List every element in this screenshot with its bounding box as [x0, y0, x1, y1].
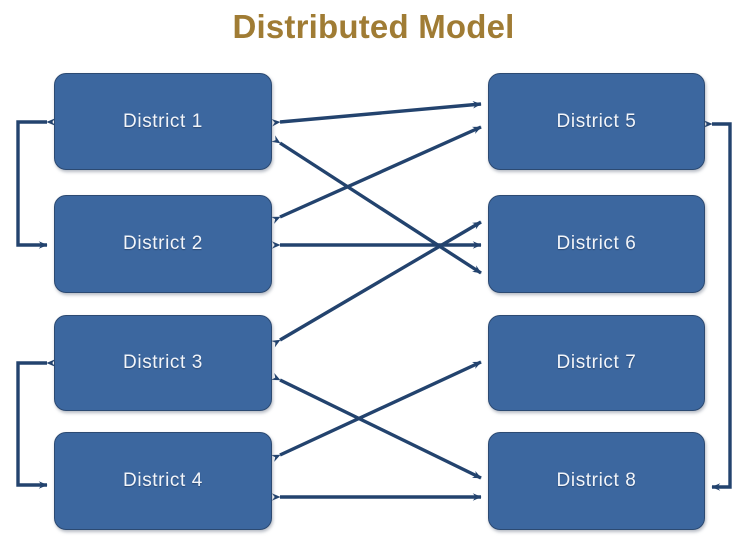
edge-d2-d5: [270, 125, 482, 224]
node-district-4[interactable]: District 4: [54, 432, 272, 530]
edge-d1-d5: [271, 100, 482, 127]
page-title: Distributed Model: [232, 8, 515, 45]
node-district-5[interactable]: District 5: [488, 73, 705, 170]
node-district-6[interactable]: District 6: [488, 195, 705, 293]
node-label: District 6: [556, 233, 637, 254]
node-label: District 7: [556, 352, 637, 373]
node-label: District 2: [123, 233, 203, 254]
node-district-2[interactable]: District 2: [54, 195, 272, 293]
node-label: District 8: [556, 470, 637, 491]
edge-d3-d8: [270, 372, 482, 480]
node-label: District 4: [123, 470, 203, 491]
edge-d3-d4: [16, 359, 56, 489]
node-district-8[interactable]: District 8: [488, 432, 705, 530]
edge-d3-d6: [271, 220, 482, 348]
edge-d1-d6: [271, 135, 482, 275]
node-district-7[interactable]: District 7: [488, 315, 705, 411]
node-label: District 3: [123, 352, 203, 373]
node-district-1[interactable]: District 1: [54, 73, 272, 170]
edge-d5-d8: [703, 120, 732, 491]
edge-d1-d2: [16, 118, 56, 249]
node-label: District 1: [123, 110, 203, 132]
node-label: District 5: [556, 110, 637, 132]
edge-d4-d7: [270, 360, 482, 462]
node-district-3[interactable]: District 3: [54, 315, 272, 411]
